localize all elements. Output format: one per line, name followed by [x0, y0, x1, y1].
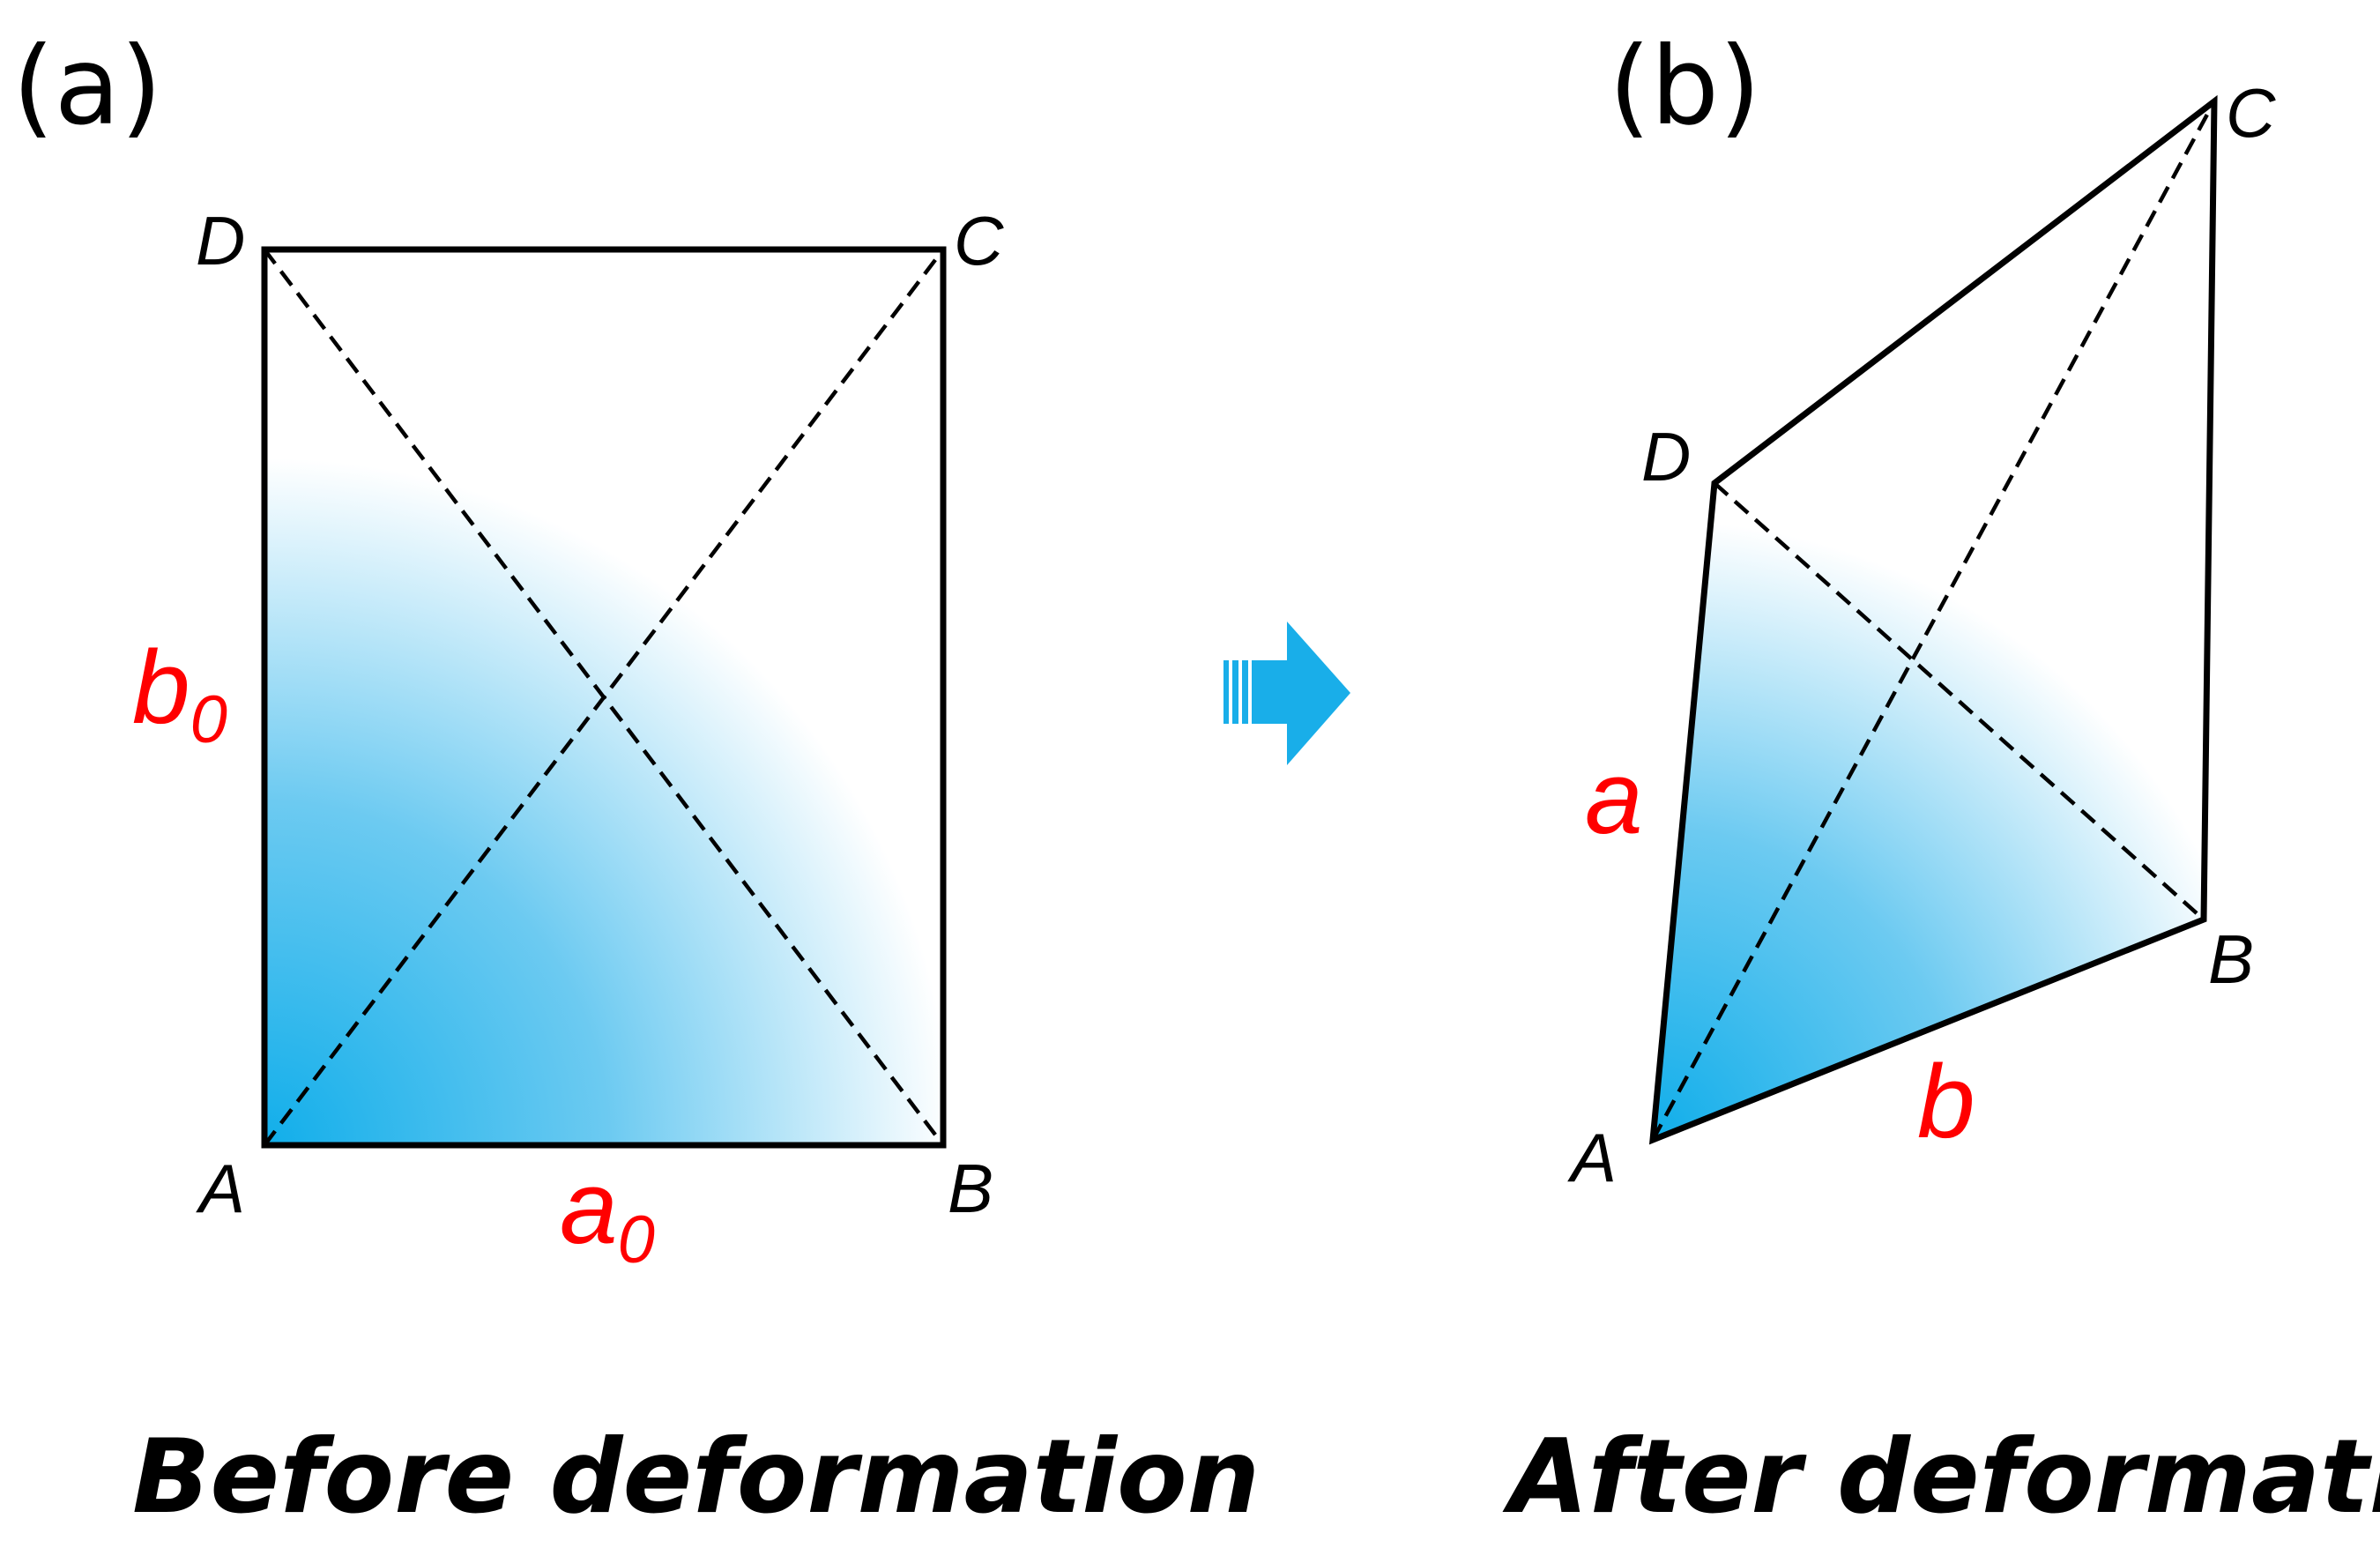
vertex-b-label-deformed: B	[2208, 920, 2254, 998]
side-a0-subscript: 0	[618, 1202, 655, 1277]
diagonal-db-undeformed	[263, 248, 945, 1147]
vertex-b-label: B	[948, 1150, 993, 1227]
panel-a-label: (a)	[12, 24, 162, 149]
right-arrow-icon	[1223, 622, 1350, 765]
undeformed-rectangle	[261, 246, 947, 1149]
side-a0-label: a0	[560, 1150, 655, 1277]
diagonal-ac-deformed	[1651, 100, 2216, 1142]
panel-b: (b) A B C D a b After deformation	[1502, 24, 2380, 1537]
side-b0-main: b	[132, 629, 190, 746]
panel-a: (a) A B C D b0 a0 Before deformation	[12, 24, 1260, 1537]
side-b0-label: b0	[132, 629, 227, 757]
caption-after-deformation: After deformation	[1502, 1418, 2380, 1537]
side-b-label: b	[1917, 1044, 1975, 1160]
vertex-c-label: C	[954, 202, 1004, 279]
side-a0-main: a	[560, 1150, 618, 1266]
vertex-c-label-deformed: C	[2226, 74, 2276, 152]
deformed-parallelogram	[1648, 94, 2218, 1145]
vertex-a-label: A	[196, 1150, 245, 1227]
panel-b-label: (b)	[1609, 24, 1761, 149]
vertex-d-label-deformed: D	[1641, 418, 1691, 495]
vertex-d-label: D	[196, 202, 245, 279]
side-a-label: a	[1585, 740, 1643, 856]
vertex-a-label-deformed: A	[1567, 1119, 1617, 1196]
side-b0-subscript: 0	[190, 682, 227, 757]
caption-before-deformation: Before deformation	[132, 1418, 1260, 1537]
